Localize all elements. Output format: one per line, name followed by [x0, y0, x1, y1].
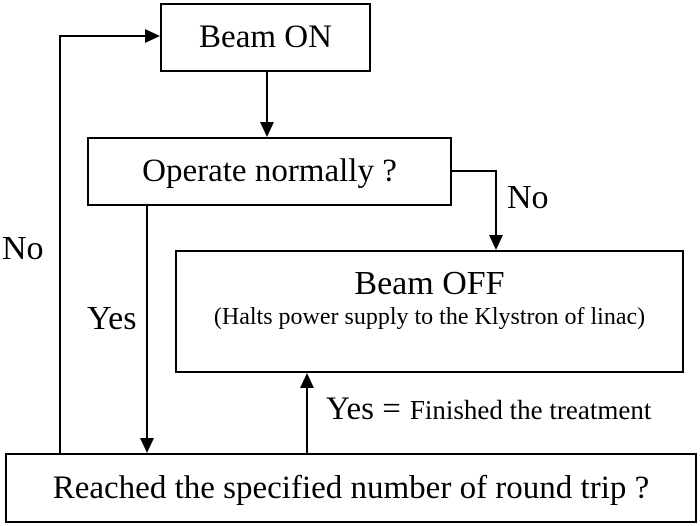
node-beam-off-title: Beam OFF [354, 265, 505, 302]
edge-label-yes-finished-prefix: Yes = [326, 391, 401, 427]
edge-reached-beamon-vline [59, 35, 61, 453]
node-operate-normally: Operate normally ? [87, 137, 452, 206]
edge-operate-beamoff-vline [495, 170, 497, 236]
node-beam-on-label: Beam ON [199, 19, 332, 56]
edge-reached-beamon-hline [59, 35, 146, 37]
edge-reached-beamoff-line [306, 386, 308, 453]
edge-operate-reached-arrowhead-icon [140, 438, 154, 453]
edge-label-no-left: No [2, 230, 44, 267]
node-reached-round-trip-label: Reached the specified number of round tr… [52, 469, 650, 506]
edge-operate-reached-line [146, 206, 148, 439]
edge-reached-beamoff-arrowhead-icon [300, 373, 314, 388]
node-reached-round-trip: Reached the specified number of round tr… [5, 453, 697, 523]
node-beam-off-subtitle: (Halts power supply to the Klystron of l… [213, 304, 646, 331]
edge-operate-beamoff-arrowhead-icon [489, 235, 503, 250]
edge-label-yes-finished: Yes = Finished the treatment [326, 393, 651, 426]
edge-beamon-operate-line [266, 72, 268, 124]
edge-beamon-operate-arrowhead-icon [260, 122, 274, 137]
edge-label-yes-finished-rest: Finished the treatment [409, 395, 652, 425]
edge-label-no-right: No [507, 179, 549, 216]
node-beam-on: Beam ON [160, 3, 371, 72]
edge-label-yes: Yes [87, 300, 137, 337]
node-operate-normally-label: Operate normally ? [142, 153, 397, 190]
node-beam-off: Beam OFF (Halts power supply to the Klys… [175, 250, 684, 373]
edge-reached-beamon-arrowhead-icon [145, 29, 160, 43]
edge-operate-beamoff-hline [452, 170, 497, 172]
